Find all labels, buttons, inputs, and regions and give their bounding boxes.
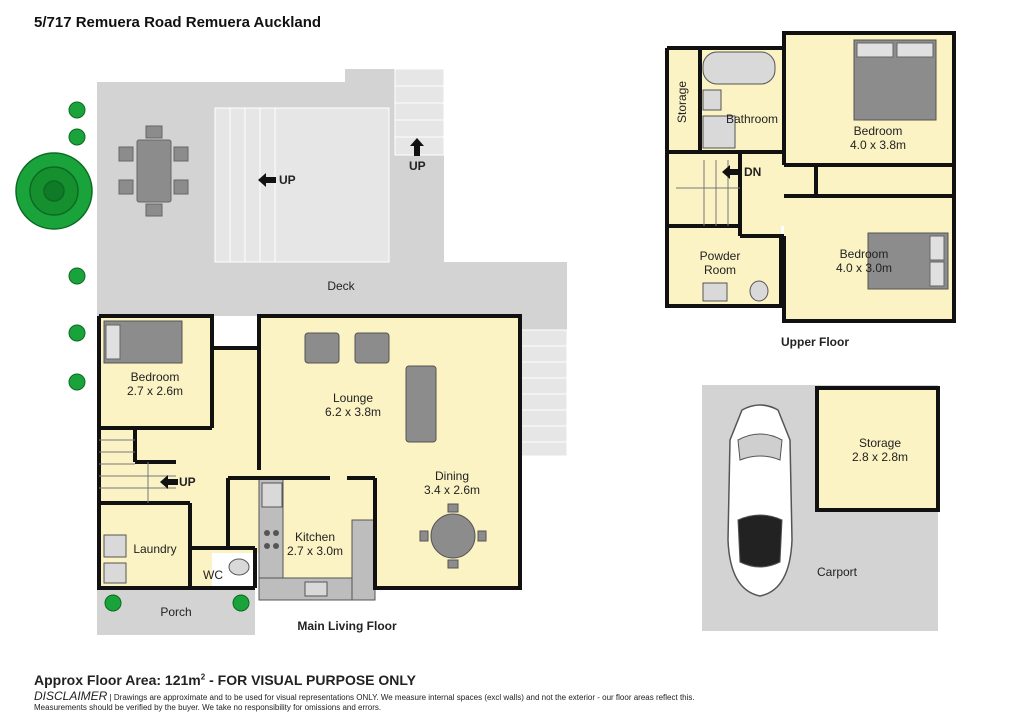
floor-area-prefix: Approx Floor Area: 121m (34, 672, 201, 688)
powder-room-label-2: Room (704, 263, 736, 277)
floor-area-suffix: - FOR VISUAL PURPOSE ONLY (205, 672, 417, 688)
rear-stairs-up-label: UP (409, 159, 426, 173)
interior-stairs (99, 439, 176, 503)
disclaimer: DISCLAIMER | Drawings are approximate an… (34, 689, 994, 713)
tree-icon (15, 152, 93, 230)
main-floor-walls (97, 314, 522, 590)
toilet-icon (749, 280, 769, 302)
disclaimer-text-2: Measurements should be verified by the b… (34, 703, 382, 712)
carport-storage-room (815, 386, 940, 512)
floor-area-unit-sup: 2 (200, 672, 206, 682)
wc-label: WC (203, 568, 223, 582)
main-floor-label: Main Living Floor (297, 619, 397, 633)
upper-bedroom1-size: 4.0 x 3.8m (850, 138, 906, 152)
upper-bedroom1-label: Bedroom (854, 124, 903, 138)
disclaimer-text: | Drawings are approximate and to be use… (109, 693, 695, 702)
page-title: 5/717 Remuera Road Remuera Auckland (34, 14, 322, 31)
powder-room-label-1: Powder (700, 249, 741, 263)
down-arrow-icon (722, 165, 740, 179)
floor-area: Approx Floor Area: 121m2 - FOR VISUAL PU… (34, 672, 994, 688)
dining-table-icon (419, 503, 487, 569)
upper-bedroom2-label: Bedroom (840, 247, 889, 261)
kitchen-size: 2.7 x 3.0m (287, 544, 343, 558)
up-arrow-icon (258, 173, 276, 187)
upper-floor-walls (665, 31, 956, 323)
lounge-label: Lounge (333, 391, 373, 405)
upper-bedroom2-size: 4.0 x 3.0m (836, 261, 892, 275)
deck-stairs-up-label: UP (279, 173, 296, 187)
porch-label: Porch (160, 605, 191, 619)
laundry-tub-icon (103, 534, 127, 558)
lounge-size: 6.2 x 3.8m (325, 405, 381, 419)
disclaimer-title: DISCLAIMER (34, 689, 108, 703)
deck-stairs (214, 68, 568, 457)
upper-floor-label: Upper Floor (781, 335, 849, 349)
sink-icon (304, 581, 328, 597)
bathtub-icon (702, 51, 776, 85)
upper-stairs (676, 160, 740, 226)
bed-icon (103, 320, 183, 364)
carport-storage-label: Storage (859, 436, 901, 450)
bathroom-label: Bathroom (726, 112, 778, 126)
armchair-icon (304, 332, 390, 364)
fridge-icon (261, 482, 283, 508)
outdoor-table-icon (118, 125, 189, 217)
shower-icon (702, 115, 736, 149)
interior-stairs-up-label: UP (179, 475, 196, 489)
plant-icon (68, 101, 250, 612)
carport-label: Carport (817, 565, 858, 579)
upper-floor-fill (667, 33, 954, 321)
main-floor-fill (99, 316, 520, 588)
upper-stairs-dn-label: DN (744, 165, 761, 179)
deck-label: Deck (327, 279, 355, 293)
footer: Approx Floor Area: 121m2 - FOR VISUAL PU… (34, 672, 994, 713)
toilet-icon (228, 558, 250, 576)
stove-icon (264, 530, 279, 549)
laundry-label: Laundry (133, 542, 176, 556)
kitchen-label: Kitchen (295, 530, 335, 544)
dining-label: Dining (435, 469, 469, 483)
car-icon (727, 404, 793, 597)
bedroom-label: Bedroom (131, 370, 180, 384)
basin-icon (702, 282, 728, 302)
bed-icon (867, 232, 949, 290)
up-arrow-icon (160, 475, 178, 489)
carport-storage-size: 2.8 x 2.8m (852, 450, 908, 464)
vanity-icon (702, 89, 722, 111)
washing-machine-icon (103, 562, 127, 584)
bed-icon (853, 39, 937, 121)
up-arrow-icon (410, 138, 424, 156)
upper-storage-label: Storage (675, 81, 689, 123)
dining-size: 3.4 x 2.6m (424, 483, 480, 497)
sofa-icon (405, 365, 437, 443)
bedroom-size: 2.7 x 2.6m (127, 384, 183, 398)
